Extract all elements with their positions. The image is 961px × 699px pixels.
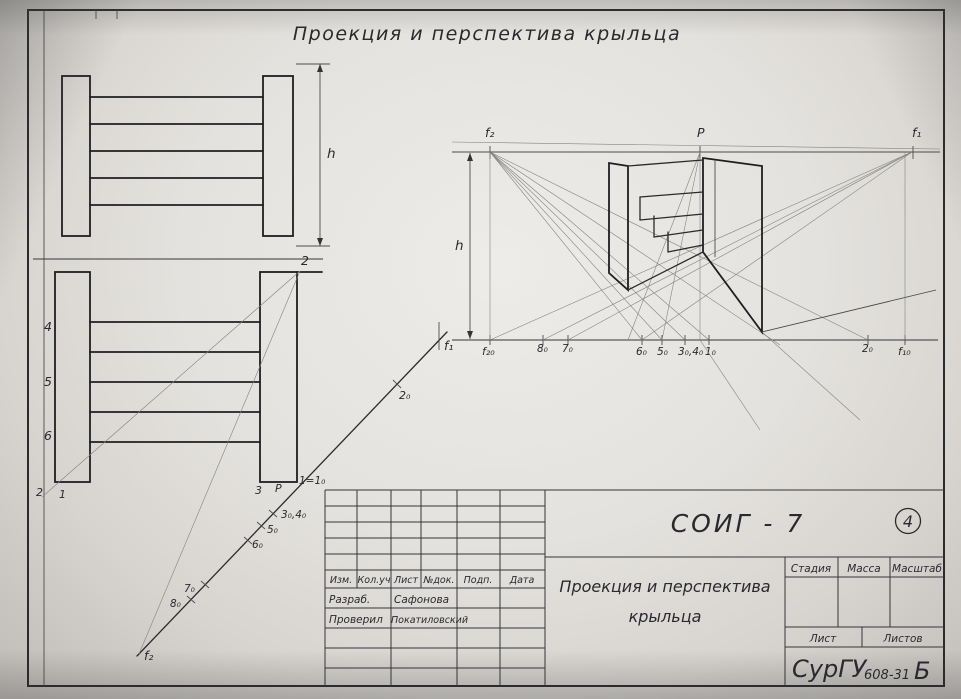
front-dim-h-label: h: [327, 146, 336, 162]
porch-perspective: [608, 156, 937, 335]
plan-20-label: 2₀: [399, 389, 411, 402]
tb-org: СурГУ: [792, 655, 868, 683]
rev-role-proveril: Проверил: [329, 614, 383, 626]
porch-steps: [639, 191, 704, 253]
front-dimension-h: h: [296, 63, 336, 247]
rev-name-pokatilovskiy: Покатиловский: [391, 615, 468, 626]
tb-subject-line1: Проекция и перспектива: [559, 577, 770, 596]
rev-header-data: Дата: [509, 575, 535, 586]
plan-point-5: 5: [44, 374, 52, 389]
tb-sheet-label: Лист: [809, 633, 837, 645]
plan-3040-label: 3₀,4₀: [281, 509, 307, 521]
tb-stage-label: Стадия: [791, 563, 831, 575]
sheet-frame: [27, 9, 945, 687]
plan-50-label: 5₀: [267, 524, 279, 536]
base-label-70: 7₀: [562, 343, 574, 355]
perspective-view: f₂ P f₁ h f₂₀ 8₀: [451, 125, 941, 431]
plan-point-2: 2: [301, 253, 309, 268]
persp-f2-label: f₂: [485, 125, 494, 140]
picture-plane-line: f₁ 2₀ 3₀,4₀ 5₀ 6₀ 7₀ 8₀ f₂: [41, 270, 453, 663]
tb-scale-label: Масштаб: [892, 563, 942, 575]
tb-sheets-label: Листов: [882, 633, 922, 645]
base-label-10: 1₀: [705, 346, 717, 358]
plan-point-1eq: 1=1₀: [299, 475, 326, 487]
base-label-f20: f₂₀: [482, 345, 495, 358]
base-labels: f₂₀ 8₀ 7₀ 6₀ 5₀ 3₀,4₀ 1₀ 2₀ f₁₀: [482, 343, 911, 358]
rev-role-razrab: Разраб.: [329, 594, 370, 606]
title-block: СОИГ - 7 4 Стадия Масса Масштаб Проекция…: [545, 507, 944, 686]
base-label-60: 6₀: [636, 346, 648, 358]
plan-point-p: P: [275, 482, 282, 495]
plan-point-3: 3: [255, 484, 262, 497]
doc-code: СОИГ - 7: [671, 509, 806, 538]
rev-header-koluch: Кол.уч: [358, 575, 391, 586]
tb-letter: Б: [914, 657, 930, 685]
persp-p-label: P: [697, 125, 705, 140]
construction-lines: [489, 151, 913, 431]
plan-point-2b: 2: [36, 486, 43, 499]
base-label-20: 2₀: [862, 343, 874, 355]
persp-f1-label: f₁: [912, 125, 921, 140]
base-label-3040: 3₀,4₀: [678, 346, 704, 358]
base-label-50: 5₀: [657, 346, 669, 358]
revision-table: Изм. Кол.уч Лист №док. Подп. Дата Разраб…: [324, 489, 944, 686]
plan-point-6: 6: [44, 428, 52, 443]
sheet-number-circle: 4: [894, 507, 922, 535]
sheet-number: 4: [903, 512, 913, 531]
plan-60-label: 6₀: [252, 539, 264, 551]
plan-point-1b: 1: [59, 488, 66, 501]
plan-labels: 2 4 5 6 2 1 3 P 1=1₀: [36, 253, 326, 501]
base-label-f10: f₁₀: [898, 345, 911, 358]
rev-header-list: Лист: [393, 575, 419, 586]
tb-mass-label: Масса: [847, 563, 880, 575]
rev-header-podp: Подп.: [464, 575, 493, 586]
base-label-80: 8₀: [537, 343, 549, 355]
rev-header-izm: Изм.: [330, 575, 352, 586]
sheet-title: Проекция и перспектива крыльца: [293, 23, 681, 45]
plan-f2-label: f₂: [144, 648, 153, 663]
plan-f1-label: f₁: [444, 338, 453, 353]
plan-80-label: 8₀: [170, 598, 182, 610]
rev-name-safonova: Сафонова: [394, 594, 449, 606]
front-view: [61, 75, 294, 237]
tb-subject-line2: крыльца: [629, 607, 702, 626]
plan-70-label: 7₀: [184, 583, 196, 595]
plan-view: [54, 271, 323, 483]
plan-point-4: 4: [44, 319, 52, 334]
persp-dim-h-label: h: [455, 238, 464, 254]
tb-group: 608-31: [864, 668, 910, 683]
rev-header-ndok: №док.: [422, 575, 454, 586]
